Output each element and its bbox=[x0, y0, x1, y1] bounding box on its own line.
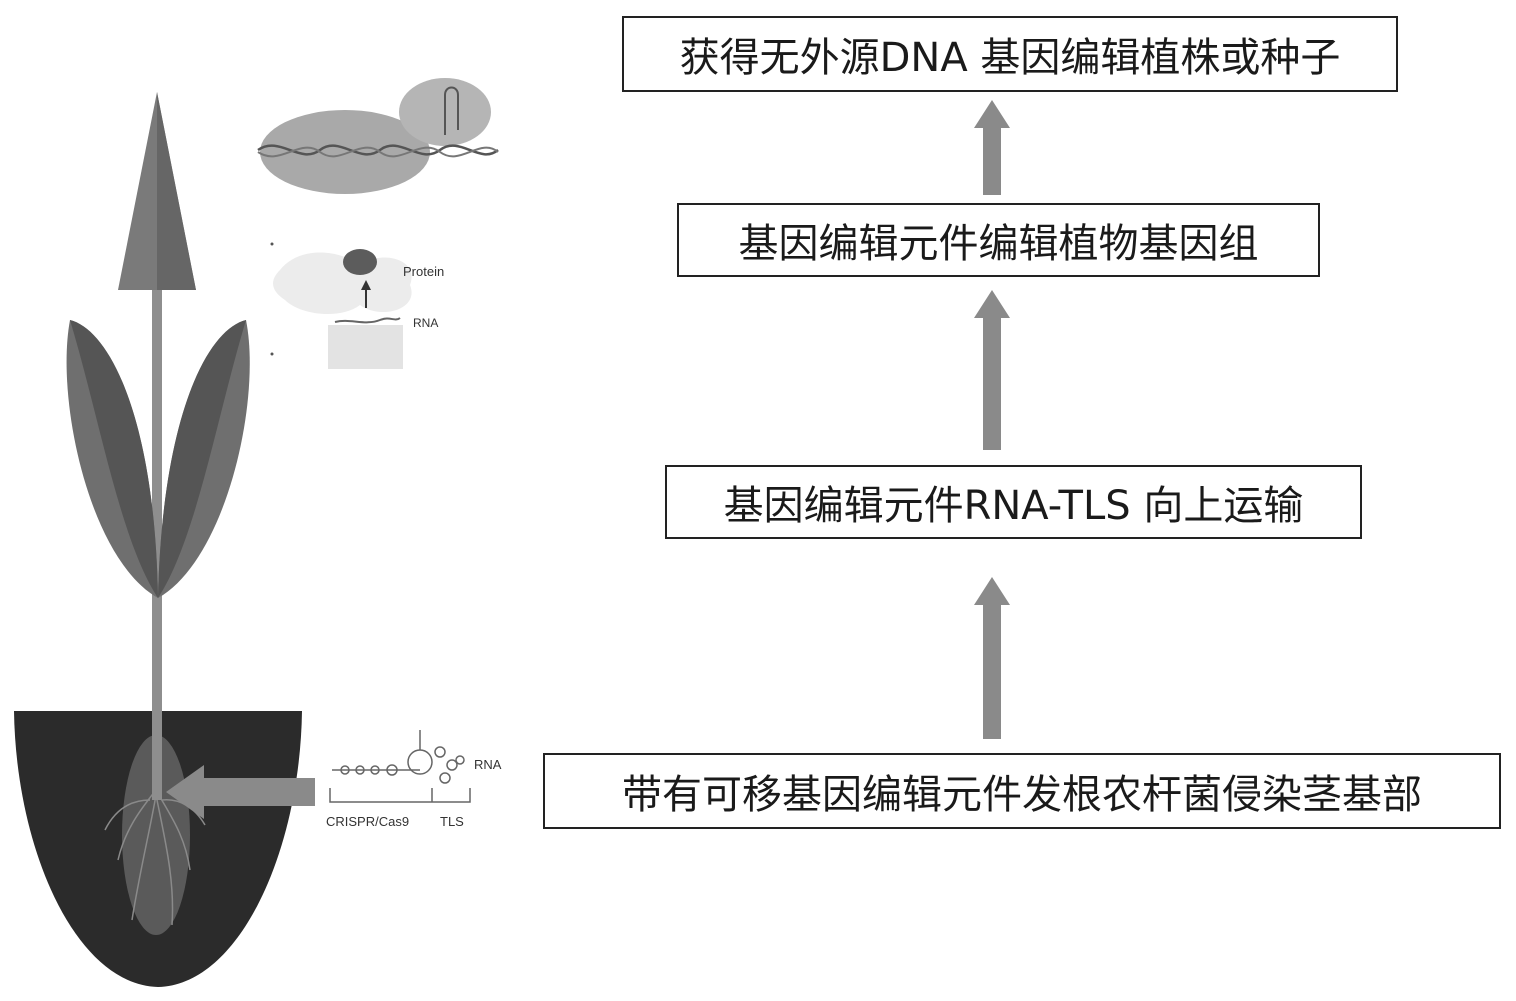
protein-rna-icon bbox=[270, 242, 412, 369]
flow-arrow-up-1 bbox=[974, 577, 1010, 739]
step-agrobacterium-infection: 带有可移基因编辑元件发根农杆菌侵染茎基部 bbox=[543, 753, 1501, 829]
cas9-dna-complex-icon bbox=[257, 78, 499, 194]
plant-illustration: Protein RNA RNA CRISPR/Cas9 TLS bbox=[14, 78, 502, 987]
step-text: 基因编辑元件RNA-TLS 向上运输 bbox=[723, 483, 1304, 529]
crispr-label: CRISPR/Cas9 bbox=[326, 814, 409, 829]
tls-label: TLS bbox=[440, 814, 464, 829]
injection-arrow-shaft bbox=[200, 778, 315, 806]
rna-label-upper: RNA bbox=[413, 316, 438, 330]
flow-arrow-up-2 bbox=[974, 290, 1010, 450]
step-text: 基因编辑元件编辑植物基因组 bbox=[738, 221, 1259, 267]
rna-label-lower: RNA bbox=[474, 757, 502, 772]
step-obtain-edited-plant: 获得无外源DNA 基因编辑植株或种子 bbox=[622, 16, 1398, 92]
stem bbox=[152, 280, 162, 800]
injection-arrow-head bbox=[166, 765, 204, 819]
step-text: 获得无外源DNA 基因编辑植株或种子 bbox=[679, 35, 1341, 81]
step-edit-genome: 基因编辑元件编辑植物基因组 bbox=[677, 203, 1320, 277]
flow-arrow-up-3 bbox=[974, 100, 1010, 195]
protein-label: Protein bbox=[403, 264, 444, 279]
root-zone bbox=[122, 735, 190, 935]
rna-construct-icon bbox=[329, 730, 471, 803]
protein-blob-icon bbox=[343, 249, 377, 275]
step-text: 带有可移基因编辑元件发根农杆菌侵染茎基部 bbox=[622, 772, 1422, 818]
step-rna-tls-transport: 基因编辑元件RNA-TLS 向上运输 bbox=[665, 465, 1362, 539]
